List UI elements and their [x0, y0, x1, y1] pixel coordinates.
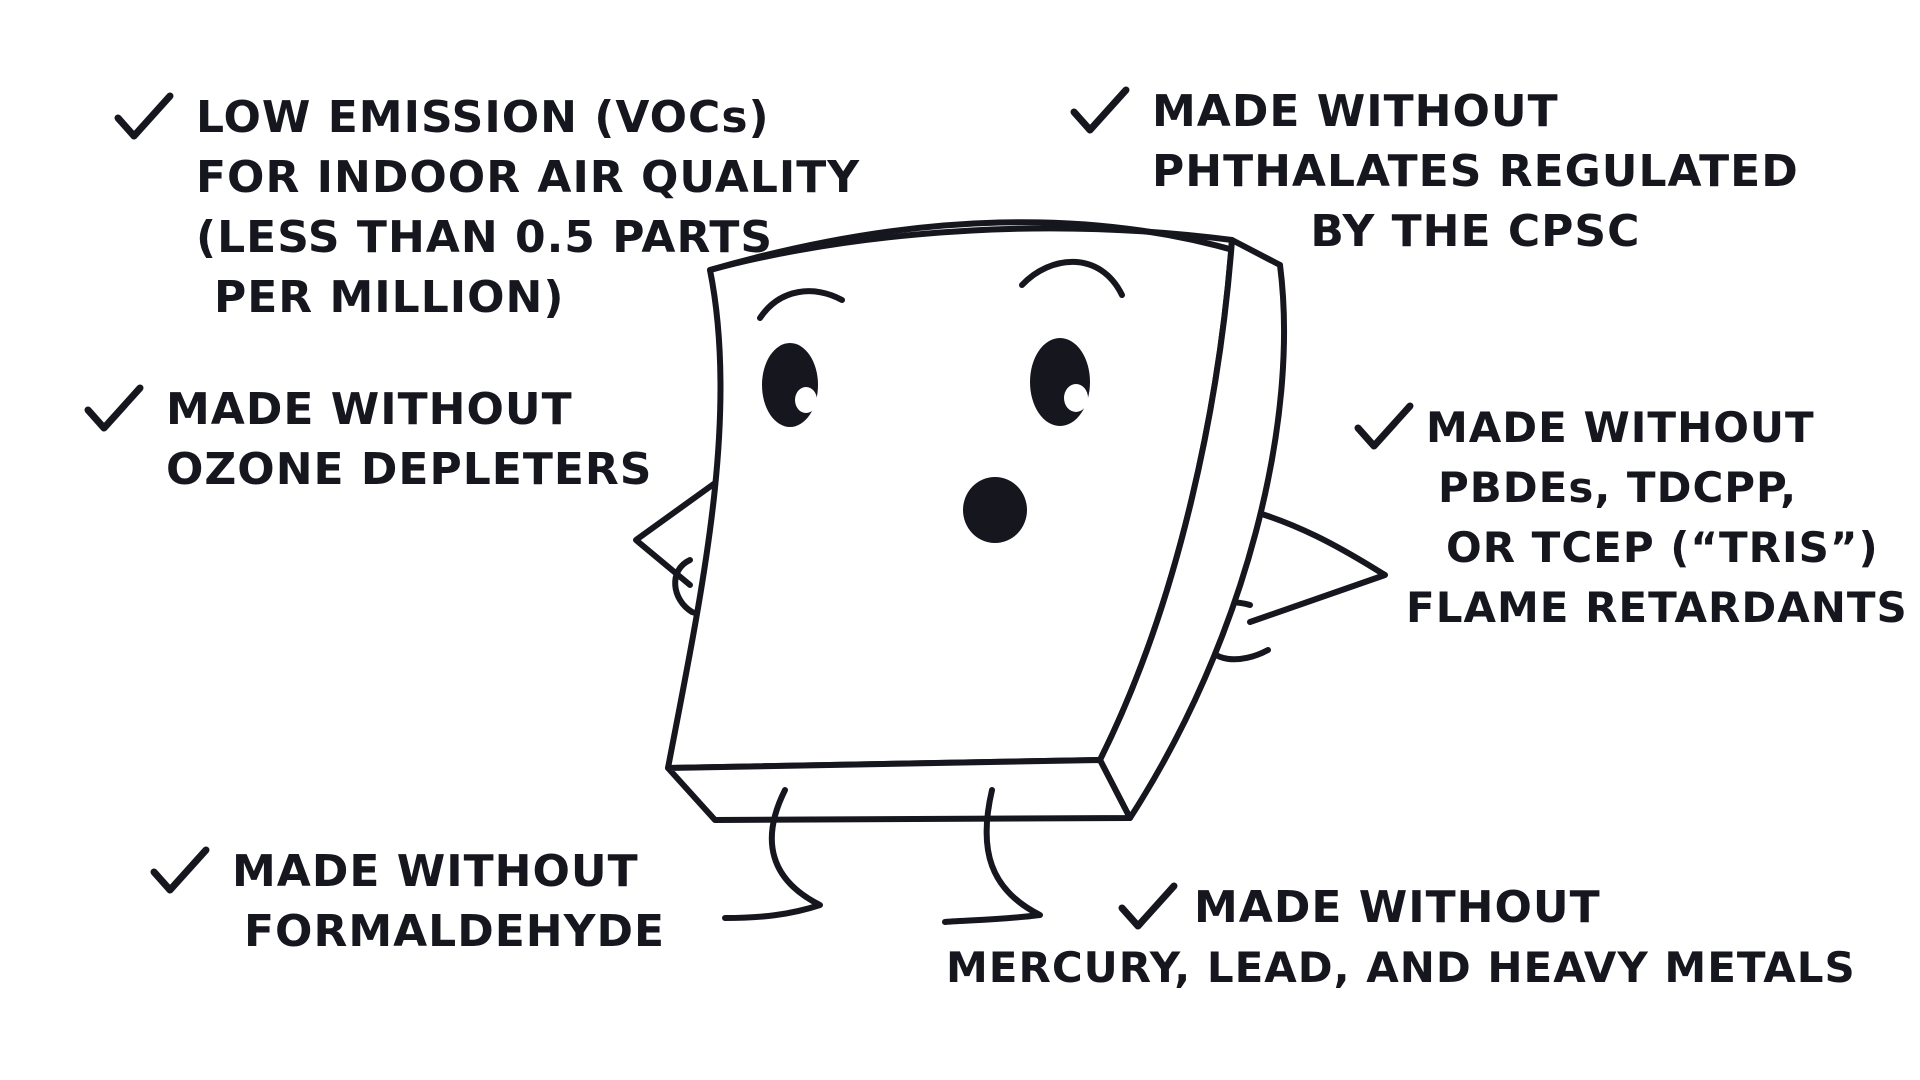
- mascot-eyes: [762, 338, 1090, 427]
- claim-line: BY THE CPSC: [1310, 206, 1641, 257]
- claim-heading-row: MADE WITHOUT: [946, 878, 1856, 938]
- mascot-left-eye: [762, 343, 818, 427]
- claim-line: PBDEs, TDCPP,: [1438, 463, 1798, 512]
- checkmark-icon: [82, 380, 146, 436]
- mascot-right-eyebrow: [1019, 258, 1125, 298]
- claim-line: OZONE DEPLETERS: [166, 444, 653, 495]
- claim-line: LOW EMISSION (VOCs): [196, 92, 770, 143]
- claim-formaldehyde: MADE WITHOUT FORMALDEHYDE: [148, 842, 665, 962]
- checkmark-icon: [148, 842, 212, 898]
- mascot-top-edge: [707, 219, 1283, 273]
- claim-ozone: MADE WITHOUT OZONE DEPLETERS: [82, 380, 652, 500]
- claim-line: OR TCEP (“TRIS”): [1446, 523, 1879, 572]
- claim-flame-retardants: MADE WITHOUT PBDEs, TDCPP, OR TCEP (“TRI…: [1352, 398, 1908, 638]
- mascot-left-arm: [633, 475, 725, 588]
- claim-line: FOR INDOOR AIR QUALITY: [196, 152, 861, 203]
- claim-line: PHTHALATES REGULATED: [1152, 146, 1799, 197]
- claim-low-emission: LOW EMISSION (VOCs) FOR INDOOR AIR QUALI…: [112, 88, 860, 328]
- checkmark-icon: [1068, 82, 1132, 138]
- claim-line: MADE WITHOUT: [1426, 403, 1815, 452]
- claim-line: FLAME RETARDANTS: [1406, 583, 1908, 632]
- claim-line: MADE WITHOUT: [1194, 882, 1601, 933]
- mascot-left-leg: [722, 787, 823, 921]
- claim-line: MERCURY, LEAD, AND HEAVY METALS: [946, 943, 1856, 992]
- mascot-right-leg: [942, 787, 1043, 925]
- claim-line: (LESS THAN 0.5 PARTS: [196, 212, 774, 263]
- checkmark-icon: [112, 88, 176, 144]
- mascot-mouth: [963, 477, 1027, 543]
- mascot-right-eye: [1030, 338, 1090, 426]
- claim-line: MADE WITHOUT: [232, 846, 639, 897]
- checkmark-icon: [1116, 878, 1180, 934]
- claim-heavy-metals: MADE WITHOUT MERCURY, LEAD, AND HEAVY ME…: [946, 878, 1856, 998]
- mascot-bottom-face: [665, 757, 1133, 823]
- claim-line: MADE WITHOUT: [1152, 86, 1559, 137]
- checkmark-icon: [1352, 398, 1416, 454]
- claim-line: MADE WITHOUT: [166, 384, 573, 435]
- mascot-left-eyebrow: [757, 288, 845, 321]
- claim-phthalates: MADE WITHOUT PHTHALATES REGULATED BY THE…: [1068, 82, 1799, 262]
- claim-line: FORMALDEHYDE: [244, 906, 666, 957]
- claim-line: PER MILLION): [214, 272, 565, 323]
